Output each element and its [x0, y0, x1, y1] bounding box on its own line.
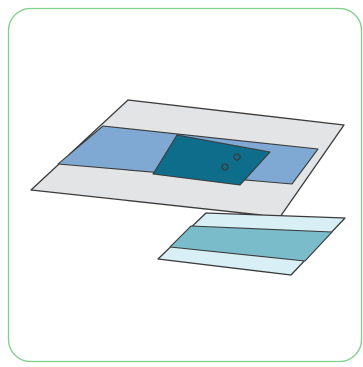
- drape-sheet: [30, 99, 345, 218]
- fenestration-hole-icon: [233, 153, 241, 161]
- fenestration-hole-icon: [221, 163, 229, 171]
- fenestration-panel: [152, 134, 271, 186]
- illustration-card: [4, 4, 363, 363]
- pad-center-band: [169, 225, 333, 262]
- drape-illustration: [7, 7, 363, 363]
- card-border: [7, 7, 363, 363]
- separate-pad: [157, 212, 346, 276]
